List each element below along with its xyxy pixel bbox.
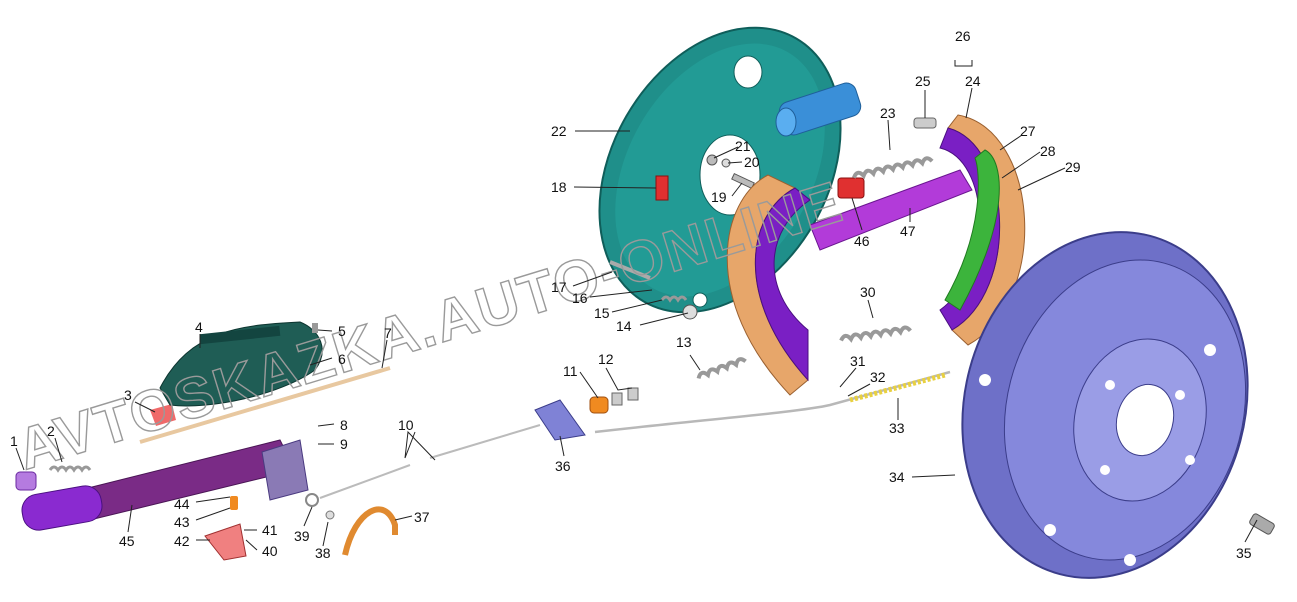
callout-14: 14 <box>616 318 632 334</box>
washer-38 <box>325 510 335 520</box>
callout-40: 40 <box>262 543 278 559</box>
callout-35: 35 <box>1236 545 1252 561</box>
callout-9: 9 <box>340 436 348 452</box>
wheel-bolt-35 <box>1249 513 1275 535</box>
callout-22: 22 <box>551 123 567 139</box>
watermark-text: AVTOSKAZKA.AUTO-ONLINE <box>10 169 851 482</box>
callout-44: 44 <box>174 496 190 512</box>
cup-14 <box>682 304 698 320</box>
callout-19: 19 <box>711 189 727 205</box>
callout-30: 30 <box>860 284 876 300</box>
callout-25: 25 <box>915 73 931 89</box>
callout-47: 47 <box>900 223 916 239</box>
callout-41: 41 <box>262 522 278 538</box>
callout-17: 17 <box>551 279 567 295</box>
callout-32: 32 <box>870 369 886 385</box>
pin-17 <box>609 260 651 280</box>
brake-drum <box>961 231 1249 579</box>
brake-shoe-front <box>726 174 811 396</box>
bracket-42 <box>204 523 247 561</box>
front-cable-rod <box>319 464 411 499</box>
callout-26: 26 <box>955 28 971 44</box>
front-cable <box>429 424 541 459</box>
callout-20: 20 <box>744 154 760 170</box>
washer-39 <box>305 493 319 507</box>
callout-15: 15 <box>594 305 610 321</box>
callout-4: 4 <box>195 319 203 335</box>
clip-12a <box>611 392 623 406</box>
retainer-clip-red <box>655 175 669 201</box>
brake-hose <box>342 506 398 556</box>
leader-lines <box>15 60 1258 551</box>
lever-boot-cover <box>159 321 323 407</box>
adjuster-clip-red <box>837 177 865 199</box>
adjusting-sleeve <box>589 396 609 414</box>
callout-10: 10 <box>398 417 414 433</box>
callout-24: 24 <box>965 73 981 89</box>
callout-34: 34 <box>889 469 905 485</box>
nut-21 <box>706 154 718 166</box>
callout-37: 37 <box>414 509 430 525</box>
callout-13: 13 <box>676 334 692 350</box>
callout-1: 1 <box>10 433 18 449</box>
callout-21: 21 <box>735 138 751 154</box>
callout-7: 7 <box>384 325 392 341</box>
callout-43: 43 <box>174 514 190 530</box>
callout-12: 12 <box>598 351 614 367</box>
shoe-strut-bar <box>809 169 973 251</box>
rear-cable-33 <box>594 370 951 434</box>
callout-labels: 1 2 3 4 5 6 7 8 9 10 11 12 13 14 15 16 1… <box>10 28 1252 561</box>
pressure-spring-15 <box>660 295 688 303</box>
callout-6: 6 <box>338 351 346 367</box>
callout-16: 16 <box>572 290 588 306</box>
callout-45: 45 <box>119 533 135 549</box>
callout-38: 38 <box>315 545 331 561</box>
pin-25 <box>913 117 937 129</box>
rod-pawl-red <box>150 404 176 426</box>
clip-12b <box>627 387 639 401</box>
release-rod <box>139 366 391 444</box>
clip-43 <box>230 496 238 510</box>
callout-8: 8 <box>340 417 348 433</box>
cable-equalizer <box>534 399 586 441</box>
callout-39: 39 <box>294 528 310 544</box>
return-spring-13 <box>696 357 747 379</box>
callout-23: 23 <box>880 105 896 121</box>
return-spring-23 <box>851 156 934 180</box>
callout-18: 18 <box>551 179 567 195</box>
release-spring <box>48 465 92 473</box>
callout-27: 27 <box>1020 123 1036 139</box>
callout-42: 42 <box>174 533 190 549</box>
callout-31: 31 <box>850 353 866 369</box>
callout-3: 3 <box>124 387 132 403</box>
callout-11: 11 <box>563 363 578 379</box>
screw-5 <box>312 323 318 333</box>
callout-36: 36 <box>555 458 571 474</box>
cable-spring-sleeve <box>849 372 946 403</box>
callout-46: 46 <box>854 233 870 249</box>
wheel-cylinder <box>775 82 862 137</box>
return-spring-30 <box>839 325 912 343</box>
callout-2: 2 <box>47 423 55 439</box>
callout-28: 28 <box>1040 143 1056 159</box>
callout-29: 29 <box>1065 159 1081 175</box>
parking-brake-lever <box>21 439 309 531</box>
callout-33: 33 <box>889 420 905 436</box>
callout-5: 5 <box>338 323 346 339</box>
release-button <box>15 471 37 491</box>
